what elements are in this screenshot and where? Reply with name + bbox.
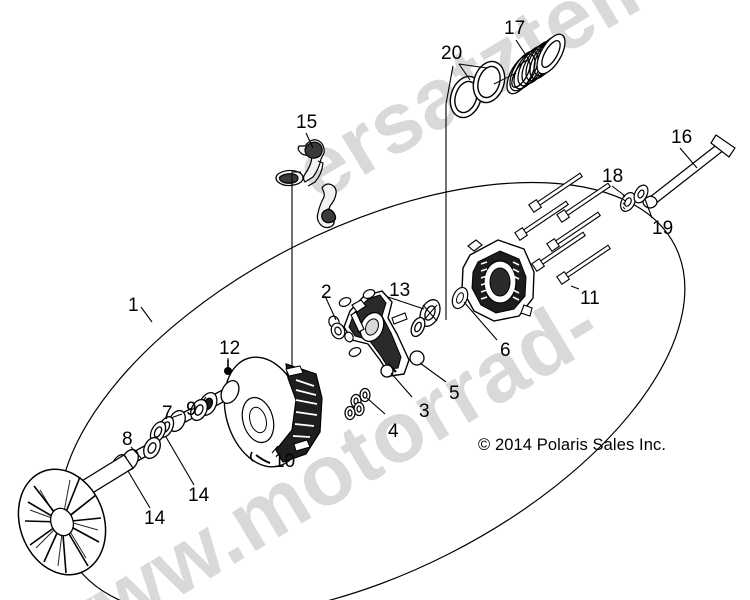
callout-2: 2 xyxy=(321,282,332,303)
leader-14 xyxy=(127,470,151,509)
callout-18: 18 xyxy=(602,166,624,187)
callout-11: 11 xyxy=(580,288,600,309)
callout-12: 12 xyxy=(219,338,241,359)
part-19-flat-washer xyxy=(633,184,649,204)
leader-2 xyxy=(324,295,337,321)
callout-1: 1 xyxy=(128,295,139,316)
leader-19 xyxy=(644,198,653,219)
leader-10 xyxy=(271,445,279,454)
part-13-spider-nut xyxy=(410,299,441,338)
leader-6 xyxy=(463,301,498,341)
part-14b-thrust-washer-outer xyxy=(149,416,175,443)
part-fixed-sheave-and-shaft xyxy=(17,454,134,576)
reference-line-weights xyxy=(291,171,301,430)
leader-5 xyxy=(419,362,447,383)
callout-16: 16 xyxy=(671,127,693,148)
leader-11 xyxy=(570,285,580,290)
part-4-washer-set xyxy=(344,387,371,421)
callout-14b: 14 xyxy=(188,485,210,506)
leader-4 xyxy=(366,397,386,415)
callout-7: 7 xyxy=(162,403,173,424)
callout-20: 20 xyxy=(441,43,463,64)
callout-8: 8 xyxy=(122,429,133,450)
leader-13 xyxy=(387,296,425,310)
spring-axis xyxy=(493,72,517,85)
leader-8 xyxy=(130,446,143,460)
reference-line-seals xyxy=(445,65,454,320)
part-20-seal-rings xyxy=(449,60,506,119)
callout-13: 13 xyxy=(389,280,411,301)
callout-3: 3 xyxy=(419,401,430,422)
callout-15: 15 xyxy=(296,112,318,133)
callout-4: 4 xyxy=(388,421,399,442)
callout-6: 6 xyxy=(500,340,511,361)
part-3-spider xyxy=(343,290,410,378)
part-5-retaining-washer xyxy=(409,350,425,366)
part-16-puller-bolt xyxy=(642,134,736,209)
callout-19: 19 xyxy=(652,218,674,239)
leader-3 xyxy=(390,372,413,398)
callout-5: 5 xyxy=(449,383,460,404)
leader-20 xyxy=(458,63,488,81)
copyright-notice: © 2014 Polaris Sales Inc. xyxy=(478,436,667,454)
part-17-clutch-spring xyxy=(506,33,566,95)
part-10-moveable-sheave xyxy=(223,356,323,468)
leader-16 xyxy=(679,147,698,169)
part-18-lock-washer xyxy=(619,192,637,212)
part-7-spacer-bushing xyxy=(168,398,208,433)
callout-14: 14 xyxy=(144,508,166,529)
leader-15 xyxy=(305,132,314,149)
part-6-cover-housing xyxy=(451,239,535,322)
part-2-roller-pin-bushing xyxy=(328,289,376,357)
leader-18 xyxy=(611,185,626,197)
leader-14b xyxy=(165,436,195,486)
leader-1 xyxy=(140,306,153,323)
callout-9: 9 xyxy=(186,399,197,420)
callout-10: 10 xyxy=(274,451,296,472)
leader-17 xyxy=(515,39,530,61)
callout-17: 17 xyxy=(504,18,526,39)
part-15-clutch-weights xyxy=(275,139,337,229)
